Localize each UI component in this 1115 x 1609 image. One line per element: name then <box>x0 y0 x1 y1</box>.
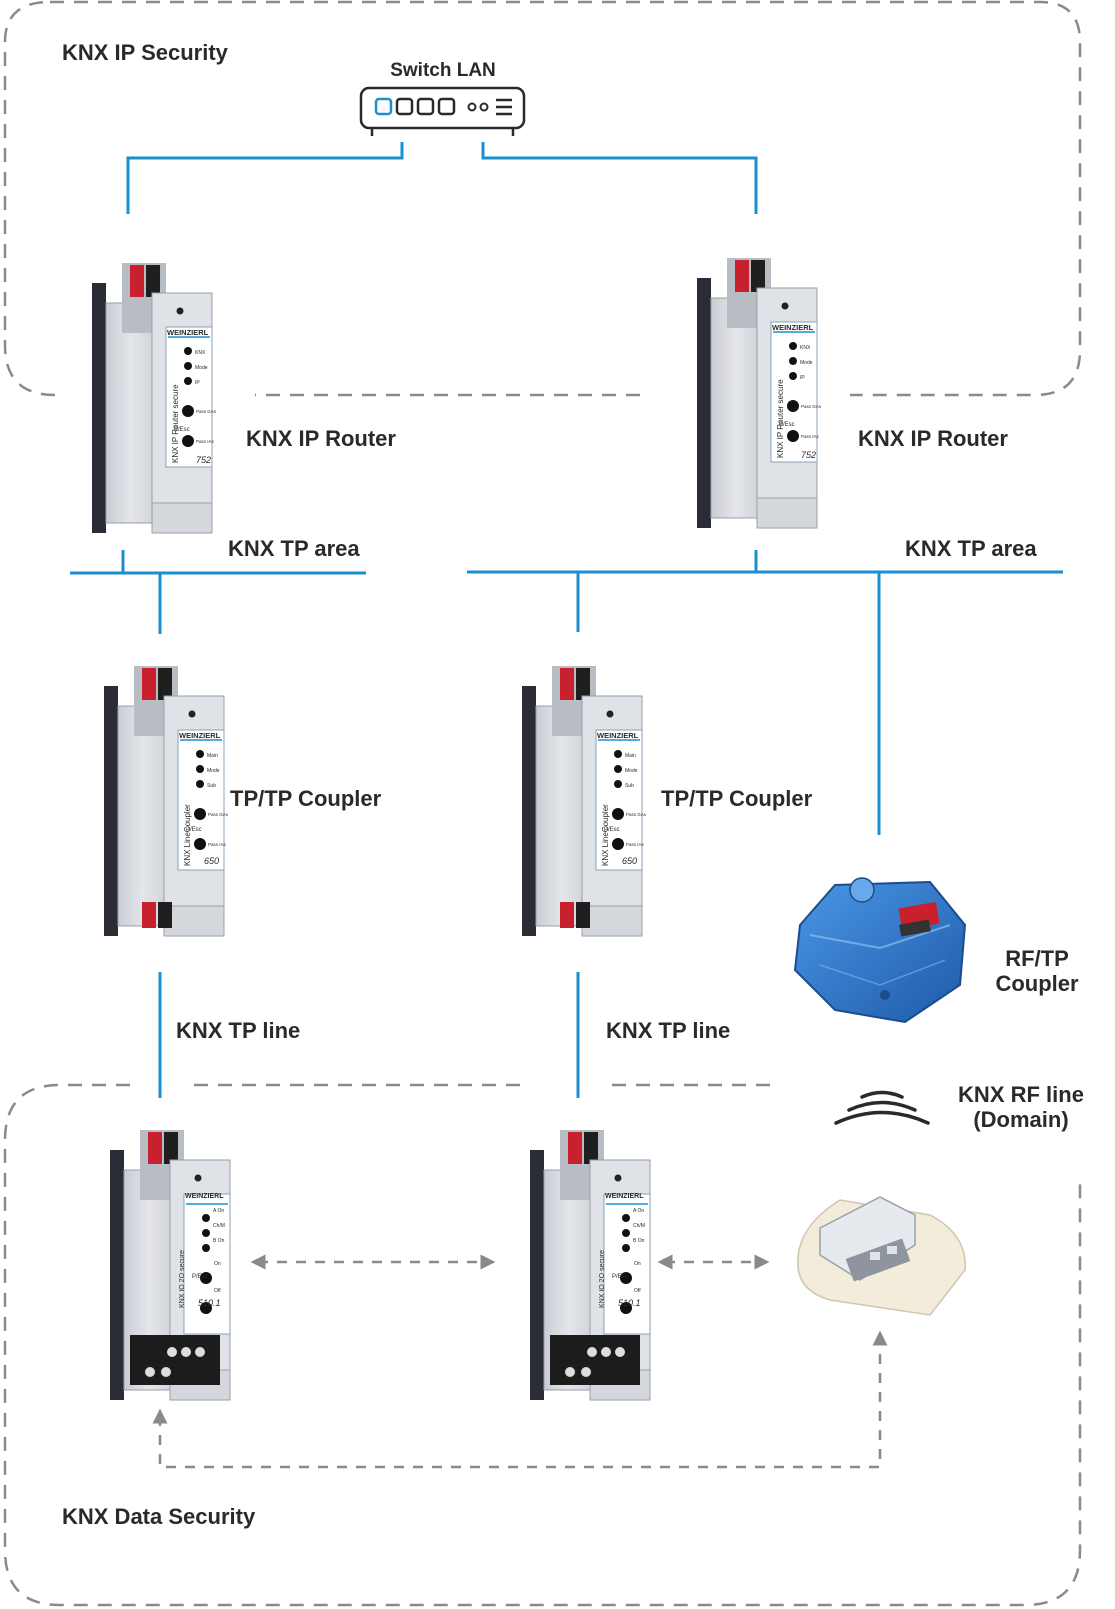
svg-text:Mode: Mode <box>195 365 208 371</box>
device-model: 510.1 <box>618 1298 641 1308</box>
svg-text:Pass IAs: Pass IAs <box>801 434 820 439</box>
svg-text:A On: A On <box>633 1208 644 1214</box>
svg-text:Pass IAs: Pass IAs <box>626 842 645 847</box>
device-product: KNX IP Router secure <box>171 384 180 463</box>
svg-text:Pass IAs: Pass IAs <box>208 842 227 847</box>
svg-text:KNX: KNX <box>195 350 206 356</box>
rf-line-label-line1: KNX RF line <box>958 1082 1084 1107</box>
svg-text:P/Esc: P/Esc <box>186 827 202 833</box>
ip-security-zone-label: KNX IP Security <box>62 40 229 65</box>
tp-area-right-label: KNX TP area <box>905 536 1037 561</box>
svg-text:B On: B On <box>633 1238 645 1244</box>
rf-coupler-label-line1: RF/TP <box>1005 946 1069 971</box>
svg-text:Pass GAs: Pass GAs <box>196 409 217 414</box>
device-brand: WEINZIERL <box>185 1193 224 1200</box>
router-right-label: KNX IP Router <box>858 426 1008 451</box>
data-security-zone-border <box>3 1083 1082 1607</box>
router-left-label: KNX IP Router <box>246 426 396 451</box>
device-product: KNX LineCoupler <box>601 804 610 866</box>
rf-button-loop-path <box>152 1330 888 1469</box>
device-brand: WEINZIERL <box>597 731 639 740</box>
svg-text:Off: Off <box>634 1288 641 1294</box>
svg-text:Pass GAs: Pass GAs <box>626 812 647 817</box>
bus-lines <box>70 142 1063 1098</box>
device-model: 752 <box>196 455 211 465</box>
svg-text:P/Esc: P/Esc <box>612 1274 628 1280</box>
device-brand: WEINZIERL <box>167 328 209 337</box>
svg-text:Mode: Mode <box>625 768 638 774</box>
svg-text:Mode: Mode <box>207 768 220 774</box>
tp-coupler-right-device: WEINZIERL Main Mode Sub Pass GAs P/Esc P… <box>521 665 647 937</box>
rf-waves-icon <box>834 1090 930 1125</box>
coupler-right-label: TP/TP Coupler <box>661 786 813 811</box>
svg-text:Main: Main <box>207 753 218 759</box>
device-model: 650 <box>622 856 637 866</box>
lan-switch-icon <box>359 86 526 136</box>
rf-push-button-device <box>797 1196 966 1316</box>
svg-text:Mode: Mode <box>800 360 813 366</box>
svg-text:P/Esc: P/Esc <box>779 422 795 428</box>
device-model: 510.1 <box>198 1298 221 1308</box>
device-product: KNX LineCoupler <box>183 804 192 866</box>
svg-text:Sub: Sub <box>207 783 216 789</box>
svg-text:Pass IAs: Pass IAs <box>196 439 215 444</box>
tp-line-left-label: KNX TP line <box>176 1018 300 1043</box>
ip-router-left-device: WEINZIERL KNX Mode IP Pass GAs P/Esc Pas… <box>91 262 217 534</box>
device-product: KNX IO 2O secure <box>599 1250 606 1308</box>
svg-text:On: On <box>634 1261 641 1267</box>
rf-tp-coupler-device <box>793 877 967 1024</box>
rf-coupler-label-line2: Coupler <box>995 971 1079 996</box>
device-product: KNX IP Router secure <box>776 379 785 458</box>
device-brand: WEINZIERL <box>179 731 221 740</box>
device-brand: WEINZIERL <box>605 1193 644 1200</box>
device-product: KNX IO 2O secure <box>179 1250 186 1308</box>
ip-security-zone-border <box>3 0 1082 397</box>
lan-link-right <box>481 142 758 214</box>
svg-text:B On: B On <box>213 1238 225 1244</box>
device-brand: WEINZIERL <box>772 323 814 332</box>
svg-text:IP: IP <box>195 380 200 386</box>
device-model: 650 <box>204 856 219 866</box>
svg-text:Ch/M: Ch/M <box>633 1223 645 1229</box>
rf-line-label-line2: (Domain) <box>973 1107 1068 1132</box>
svg-text:Pass GAs: Pass GAs <box>801 404 822 409</box>
svg-text:P/Esc: P/Esc <box>174 427 190 433</box>
tp-coupler-left-device: WEINZIERL Main Mode Sub Pass GAs P/Esc P… <box>103 665 229 937</box>
tp-area-left-label: KNX TP area <box>228 536 360 561</box>
ip-router-right-device: WEINZIERL KNX Mode IP Pass GAs P/Esc Pas… <box>696 257 822 529</box>
io-actuator-left-device: WEINZIERL A On Ch/M B On On P/Esc Off 51… <box>109 1129 231 1401</box>
svg-text:Pass GAs: Pass GAs <box>208 812 229 817</box>
svg-text:P/Esc: P/Esc <box>604 827 620 833</box>
switch-label: Switch LAN <box>390 60 496 81</box>
svg-text:Sub: Sub <box>625 783 634 789</box>
data-security-links <box>152 1254 888 1469</box>
svg-text:On: On <box>214 1261 221 1267</box>
data-security-zone-label: KNX Data Security <box>62 1504 256 1529</box>
device-model: 752 <box>801 450 816 460</box>
tp-line-right-label: KNX TP line <box>606 1018 730 1043</box>
lan-link-left <box>126 142 404 214</box>
svg-text:P/Esc: P/Esc <box>192 1274 208 1280</box>
svg-text:Ch/M: Ch/M <box>213 1223 225 1229</box>
svg-text:Main: Main <box>625 753 636 759</box>
svg-text:KNX: KNX <box>800 345 811 351</box>
io-actuator-right-device: WEINZIERL A On Ch/M B On On P/Esc Off 51… <box>529 1129 651 1401</box>
svg-text:IP: IP <box>800 375 805 381</box>
coupler-left-label: TP/TP Coupler <box>230 786 382 811</box>
svg-text:A On: A On <box>213 1208 224 1214</box>
svg-text:Off: Off <box>214 1288 221 1294</box>
